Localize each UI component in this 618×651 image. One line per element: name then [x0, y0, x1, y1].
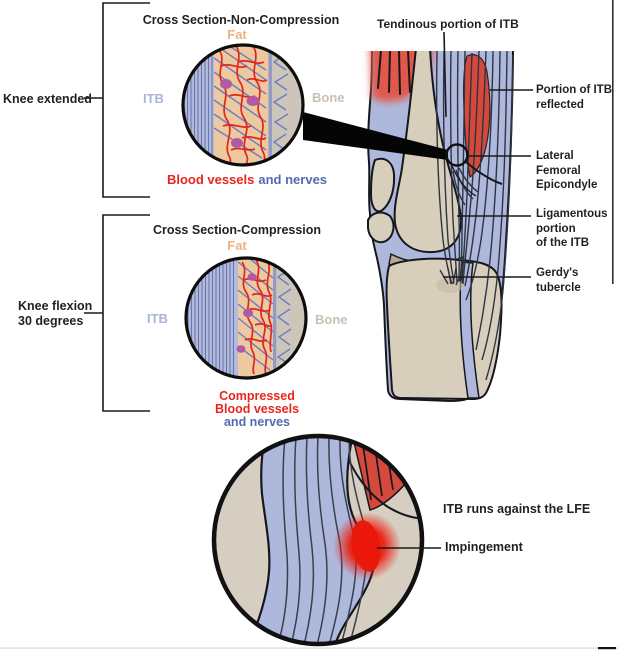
itb-runs-against-lfe-label: ITB runs against the LFE — [443, 502, 591, 516]
blood-vessels-text: Blood vessels — [166, 172, 255, 187]
and-nerves-text-2: and nerves — [223, 415, 290, 430]
knee-extended-label: Knee extended — [3, 92, 92, 106]
compressed-text: Compressed — [219, 389, 295, 403]
cross-section-bottom-title: Cross Section-Compression — [152, 223, 322, 237]
knee-anatomy-art — [367, 51, 514, 403]
magnified-region-ring — [445, 143, 469, 167]
bone-label-top: Bone — [312, 90, 345, 105]
knee-flexion-label: Knee flexion 30 degrees — [18, 299, 93, 328]
leader-lines — [377, 31, 533, 549]
blood-vessels-text-2: Blood vessels — [214, 402, 300, 417]
and-nerves-text: and nerves — [258, 172, 328, 187]
lateral-femoral-epicondyle-label: Lateral Femoral Epicondyle — [536, 150, 598, 192]
cross-section-noncompression-art — [181, 43, 305, 167]
fat-label-bottom: Fat — [227, 238, 247, 253]
magnifier-wedge — [303, 112, 448, 160]
bone-label-bottom: Bone — [315, 312, 348, 327]
fat-label-top: Fat — [227, 27, 247, 42]
compressed-caption: Compressed Blood vessels and nerves — [162, 389, 352, 430]
bracket-knee-flexion — [84, 214, 150, 412]
cross-section-top-title: Cross Section-Non-Compression — [142, 13, 340, 27]
ligamentous-portion-label: Ligamentous portion of the ITB — [536, 208, 608, 250]
impingement-view-art — [211, 433, 425, 647]
impingement-label: Impingement — [445, 540, 523, 554]
bracket-knee-extended — [84, 2, 150, 198]
cross-section-compression-art — [184, 256, 308, 380]
gerdys-tubercle-label: Gerdy's tubercle — [536, 267, 581, 294]
itb-label-bottom: ITB — [147, 311, 168, 326]
portion-reflected-label: Portion of ITB reflected — [536, 84, 613, 111]
itb-label-top: ITB — [143, 91, 164, 106]
tendinous-portion-label: Tendinous portion of ITB — [377, 17, 519, 31]
